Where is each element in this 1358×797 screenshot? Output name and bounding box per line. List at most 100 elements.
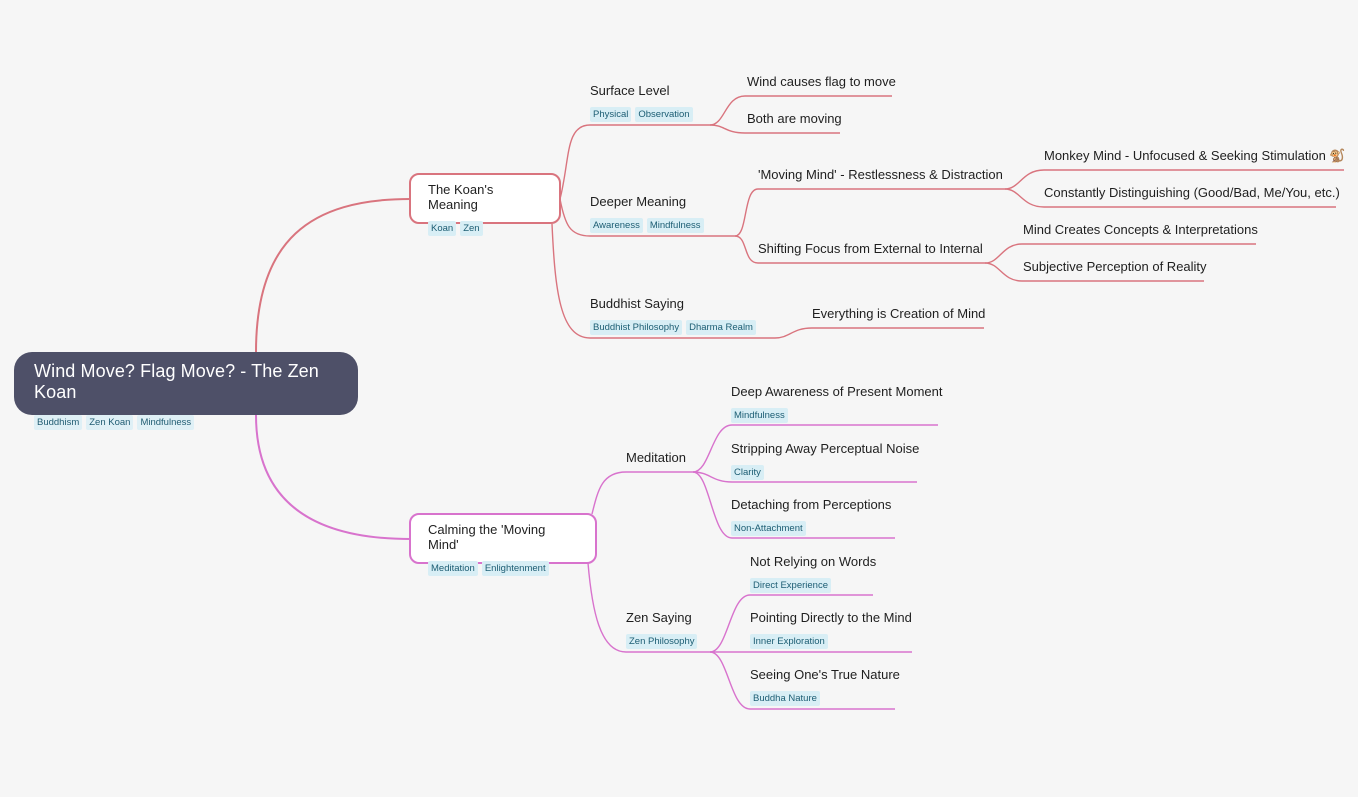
- link-moving-constantly: [1004, 188, 1336, 208]
- link-calming-meditation: [591, 471, 693, 515]
- tag: Awareness: [590, 218, 643, 233]
- link-med-deep: [692, 424, 938, 473]
- node-detaching[interactable]: Detaching from Perceptions Non-Attachmen…: [731, 497, 891, 536]
- node-label: Subjective Perception of Reality: [1023, 259, 1207, 274]
- link-shifting-subjective: [984, 262, 1204, 282]
- node-tags: Inner Exploration: [750, 631, 912, 649]
- node-label: Stripping Away Perceptual Noise: [731, 441, 920, 456]
- node-label: 'Moving Mind' - Restlessness & Distracti…: [758, 167, 1003, 182]
- node-stripping-away[interactable]: Stripping Away Perceptual Noise Clarity: [731, 441, 919, 480]
- node-label: Buddhist Saying: [590, 296, 684, 311]
- node-mind-creates[interactable]: Mind Creates Concepts & Interpretations: [1023, 222, 1258, 237]
- node-label: Monkey Mind - Unfocused & Seeking Stimul…: [1044, 148, 1346, 163]
- node-everything-creation[interactable]: Everything is Creation of Mind: [812, 306, 985, 321]
- node-meditation[interactable]: Meditation: [626, 450, 686, 465]
- root-title: Wind Move? Flag Move? - The Zen Koan: [34, 361, 319, 402]
- root-node[interactable]: Wind Move? Flag Move? - The Zen Koan Bud…: [14, 352, 358, 430]
- node-seeing-true-nature[interactable]: Seeing One's True Nature Buddha Nature: [750, 667, 900, 706]
- node-label: Deeper Meaning: [590, 194, 687, 209]
- node-label: Meditation: [626, 450, 686, 465]
- tag: Koan: [428, 221, 457, 236]
- link-shifting-creates: [984, 243, 1256, 264]
- node-tags: Non-Attachment: [731, 518, 891, 536]
- link-root-calming: [255, 414, 411, 540]
- node-label: Deep Awareness of Present Moment: [731, 384, 943, 399]
- node-subjective-perception[interactable]: Subjective Perception of Reality: [1023, 259, 1207, 274]
- node-wind-causes[interactable]: Wind causes flag to move: [747, 74, 896, 89]
- tag: Enlightenment: [481, 561, 549, 576]
- link-deeper-moving: [734, 188, 1005, 237]
- tag: Zen Philosophy: [626, 634, 698, 649]
- tag: Non-Attachment: [731, 521, 806, 536]
- link-deeper-shifting: [734, 235, 985, 264]
- link-koan-deeper: [559, 198, 735, 237]
- tag: Zen Koan: [86, 415, 134, 430]
- link-surface-both: [709, 124, 840, 134]
- node-tags: Mindfulness: [731, 405, 943, 423]
- tag: Buddhist Philosophy: [590, 320, 683, 335]
- node-label: Mind Creates Concepts & Interpretations: [1023, 222, 1258, 237]
- tag: Mindfulness: [731, 408, 788, 423]
- node-label: Zen Saying: [626, 610, 692, 625]
- link-koan-buddhist: [551, 223, 775, 339]
- node-tags: Clarity: [731, 462, 919, 480]
- link-root-koan: [255, 198, 411, 353]
- tag: Mindfulness: [137, 415, 195, 430]
- node-monkey-mind[interactable]: Monkey Mind - Unfocused & Seeking Stimul…: [1044, 148, 1346, 164]
- node-moving-mind[interactable]: 'Moving Mind' - Restlessness & Distracti…: [758, 167, 1003, 182]
- node-label: Pointing Directly to the Mind: [750, 610, 912, 625]
- link-zen-words: [709, 594, 873, 653]
- link-zen-seeing: [709, 651, 895, 710]
- tag: Meditation: [428, 561, 478, 576]
- tag: Zen: [460, 221, 483, 236]
- link-med-strip: [692, 471, 917, 483]
- node-tags: Direct Experience: [750, 575, 876, 593]
- node-label: Surface Level: [590, 83, 670, 98]
- node-label: The Koan's Meaning: [428, 182, 494, 212]
- tag: Physical: [590, 107, 632, 122]
- tag: Buddha Nature: [750, 691, 820, 706]
- node-label: Detaching from Perceptions: [731, 497, 892, 512]
- node-label: Wind causes flag to move: [747, 74, 896, 89]
- node-both-moving[interactable]: Both are moving: [747, 111, 842, 126]
- node-zen-saying[interactable]: Zen Saying Zen Philosophy: [626, 610, 701, 649]
- tag: Dharma Realm: [686, 320, 756, 335]
- node-not-relying[interactable]: Not Relying on Words Direct Experience: [750, 554, 876, 593]
- node-tags: Zen Philosophy: [626, 631, 701, 649]
- link-calming-zen: [587, 562, 710, 653]
- node-label: Seeing One's True Nature: [750, 667, 900, 682]
- node-tags: Buddha Nature: [750, 688, 900, 706]
- tag: Buddhism: [34, 415, 83, 430]
- node-label: Everything is Creation of Mind: [812, 306, 986, 321]
- node-deep-awareness[interactable]: Deep Awareness of Present Moment Mindful…: [731, 384, 943, 423]
- link-buddhist-everything: [774, 327, 984, 339]
- tag: Inner Exploration: [750, 634, 828, 649]
- link-med-detach: [692, 471, 895, 539]
- tag: Clarity: [731, 465, 764, 480]
- link-koan-surface: [559, 124, 710, 200]
- node-label: Not Relying on Words: [750, 554, 877, 569]
- node-pointing-directly[interactable]: Pointing Directly to the Mind Inner Expl…: [750, 610, 912, 649]
- tag: Observation: [635, 107, 693, 122]
- node-constantly-distinguishing[interactable]: Constantly Distinguishing (Good/Bad, Me/…: [1044, 185, 1340, 200]
- tag: Mindfulness: [646, 218, 704, 233]
- tag: Direct Experience: [750, 578, 831, 593]
- node-label: Both are moving: [747, 111, 842, 126]
- link-surface-wind: [709, 95, 892, 126]
- link-moving-monkey: [1004, 169, 1344, 190]
- node-shifting-focus[interactable]: Shifting Focus from External to Internal: [758, 241, 983, 256]
- node-label: Shifting Focus from External to Internal: [758, 241, 983, 256]
- node-label: Calming the 'Moving Mind': [428, 522, 546, 552]
- node-label: Constantly Distinguishing (Good/Bad, Me/…: [1044, 185, 1340, 200]
